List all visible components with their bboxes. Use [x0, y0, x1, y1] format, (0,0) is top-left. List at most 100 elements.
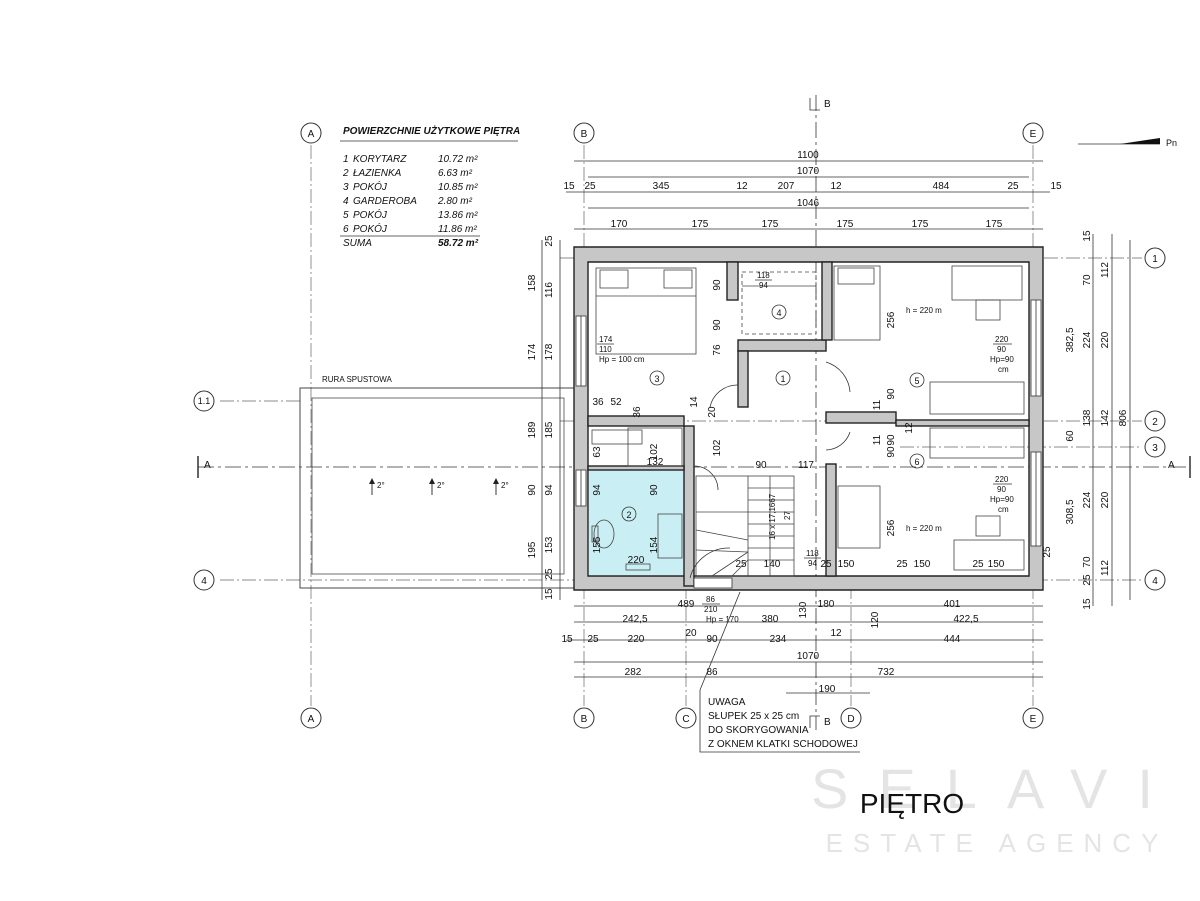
axis-label-bottom: D: [847, 714, 854, 725]
dimension-label: 90: [886, 446, 897, 458]
dimensions-top: 1100 1070 15 25 345 12 207 12 484 25 15 …: [563, 150, 1062, 230]
drain-label: RURA SPUSTOWA: [322, 375, 392, 384]
legend-room-name: POKÓJ: [353, 208, 388, 221]
floor-title: PIĘTRO: [860, 788, 964, 819]
dimension-label: 14: [689, 396, 700, 408]
dimension-label: 178: [544, 343, 555, 360]
dimension-label: 116: [544, 282, 555, 298]
window-note: cm: [998, 365, 1009, 374]
dimensions-bottom: 489 130 180 401 242,5 380 120 422,5 15 2…: [561, 599, 1043, 695]
staircase: 16 x 17,1667 27: [695, 475, 795, 577]
axis-label-right: 3: [1152, 443, 1158, 454]
dimension-label: 36: [592, 397, 604, 408]
dimension-label: 63: [592, 446, 603, 458]
legend-room-name: POKÓJ: [353, 222, 388, 235]
section-label-a: A: [204, 460, 211, 471]
dimension-label: 90: [527, 484, 538, 496]
dimension-label: 732: [878, 667, 895, 678]
dimension-label: 15: [563, 181, 575, 192]
dimension-label: 175: [912, 219, 929, 230]
window-note: 174: [599, 335, 613, 344]
legend-room-name: POKÓJ: [353, 180, 388, 193]
legend-sum-value: 58.72 m²: [438, 238, 479, 249]
dimension-label: 90: [886, 434, 897, 446]
dimension-label: 422,5: [953, 614, 978, 625]
legend-room-area: 13.86 m²: [438, 210, 478, 221]
legend-room-area: 10.72 m²: [438, 154, 478, 165]
dimension-label: 25: [896, 559, 908, 570]
window-note: 90: [997, 485, 1006, 494]
legend-room-no: 4: [343, 196, 349, 207]
dimension-label: 15: [1082, 230, 1093, 242]
legend-room-name: KORYTARZ: [353, 154, 407, 165]
dimension-label: 1100: [797, 150, 819, 161]
window-note: 220: [995, 335, 1009, 344]
dimension-label: 242,5: [622, 614, 647, 625]
north-label: Pn: [1166, 138, 1177, 148]
axis-label-right: 4: [1152, 576, 1158, 587]
dimension-label: 117: [798, 460, 814, 471]
dimension-label: 189: [527, 421, 538, 438]
dimension-label: 155: [592, 536, 603, 553]
dimension-label: 175: [692, 219, 709, 230]
room-number: 5: [914, 376, 919, 386]
dimension-label: 175: [986, 219, 1003, 230]
dimension-label: 70: [1082, 556, 1093, 568]
dimension-label: 94: [592, 484, 603, 496]
windows: [575, 299, 1042, 589]
height-note: h = 220 m: [906, 306, 942, 315]
dimension-label: 112: [1100, 560, 1111, 576]
axis-label-bottom: E: [1030, 714, 1037, 725]
dimension-label: 401: [944, 599, 961, 610]
dimension-label: 220: [628, 634, 645, 645]
axis-label-bottom: A: [308, 714, 315, 725]
area-legend: POWIERZCHNIE UŻYTKOWE PIĘTRA 1 KORYTARZ …: [340, 124, 520, 249]
dimension-label: 25: [584, 181, 596, 192]
note-line: DO SKORYGOWANIA: [708, 725, 809, 736]
dimension-label: 345: [653, 181, 670, 192]
room-number: 2: [626, 510, 631, 520]
dimension-label: 76: [712, 344, 723, 356]
room-numbers: 1 2 3 4 5 6: [621, 304, 925, 522]
legend-title: POWIERZCHNIE UŻYTKOWE PIĘTRA: [343, 124, 520, 137]
dimension-label: 444: [944, 634, 961, 645]
dimension-label: 25: [587, 634, 599, 645]
dimension-label: 224: [1082, 491, 1093, 508]
dimension-label: 90: [649, 484, 660, 496]
opening-note: 118: [757, 271, 770, 280]
dimension-label: 256: [886, 519, 897, 536]
window-note: Hp = 100 cm: [599, 355, 645, 364]
window-note: 110: [599, 345, 612, 354]
dimension-label: 102: [649, 443, 660, 460]
legend-room-area: 2.80 m²: [437, 196, 473, 207]
slope-label: 2°: [501, 481, 509, 490]
dimension-label: 220: [628, 555, 645, 566]
dimensions-left: 25 158 116 174 178 189 185 90 94 195 153…: [527, 235, 561, 600]
legend-room-area: 6.63 m²: [438, 168, 473, 179]
dimension-label: 380: [762, 614, 779, 625]
dimension-label: 36: [632, 406, 643, 418]
dimensions-right: 15 70 112 382,5 224 220 138 142 60 806 3…: [1065, 230, 1131, 610]
axis-label-left: 1.1: [198, 396, 211, 406]
dimension-label: 90: [755, 460, 767, 471]
door-note: 210: [704, 605, 718, 614]
room-number: 4: [776, 308, 781, 318]
dimension-label: 484: [933, 181, 950, 192]
dimensions-inner: 90 90 76 256 90 14 20 36 52 36 63 102 13…: [592, 279, 1053, 570]
dimension-label: 140: [764, 559, 781, 570]
dimension-label: 90: [712, 319, 723, 331]
height-note: h = 220 m: [906, 524, 942, 533]
axis-label-right: 1: [1152, 254, 1158, 265]
dimension-label: 20: [685, 628, 697, 639]
dimension-label: 224: [1082, 331, 1093, 348]
dimension-label: 20: [707, 406, 718, 418]
legend-room-no: 2: [342, 168, 349, 179]
door-note: Hp = 170: [706, 615, 739, 624]
dimension-label: 130: [798, 601, 809, 618]
dimension-label: 25: [1042, 546, 1053, 558]
dimension-label: 175: [837, 219, 854, 230]
section-label-b: B: [824, 717, 831, 728]
dimension-label: 175: [762, 219, 779, 230]
watermark: SELAVI ESTATE AGENCY: [811, 757, 1158, 858]
dimension-label: 70: [1082, 274, 1093, 286]
